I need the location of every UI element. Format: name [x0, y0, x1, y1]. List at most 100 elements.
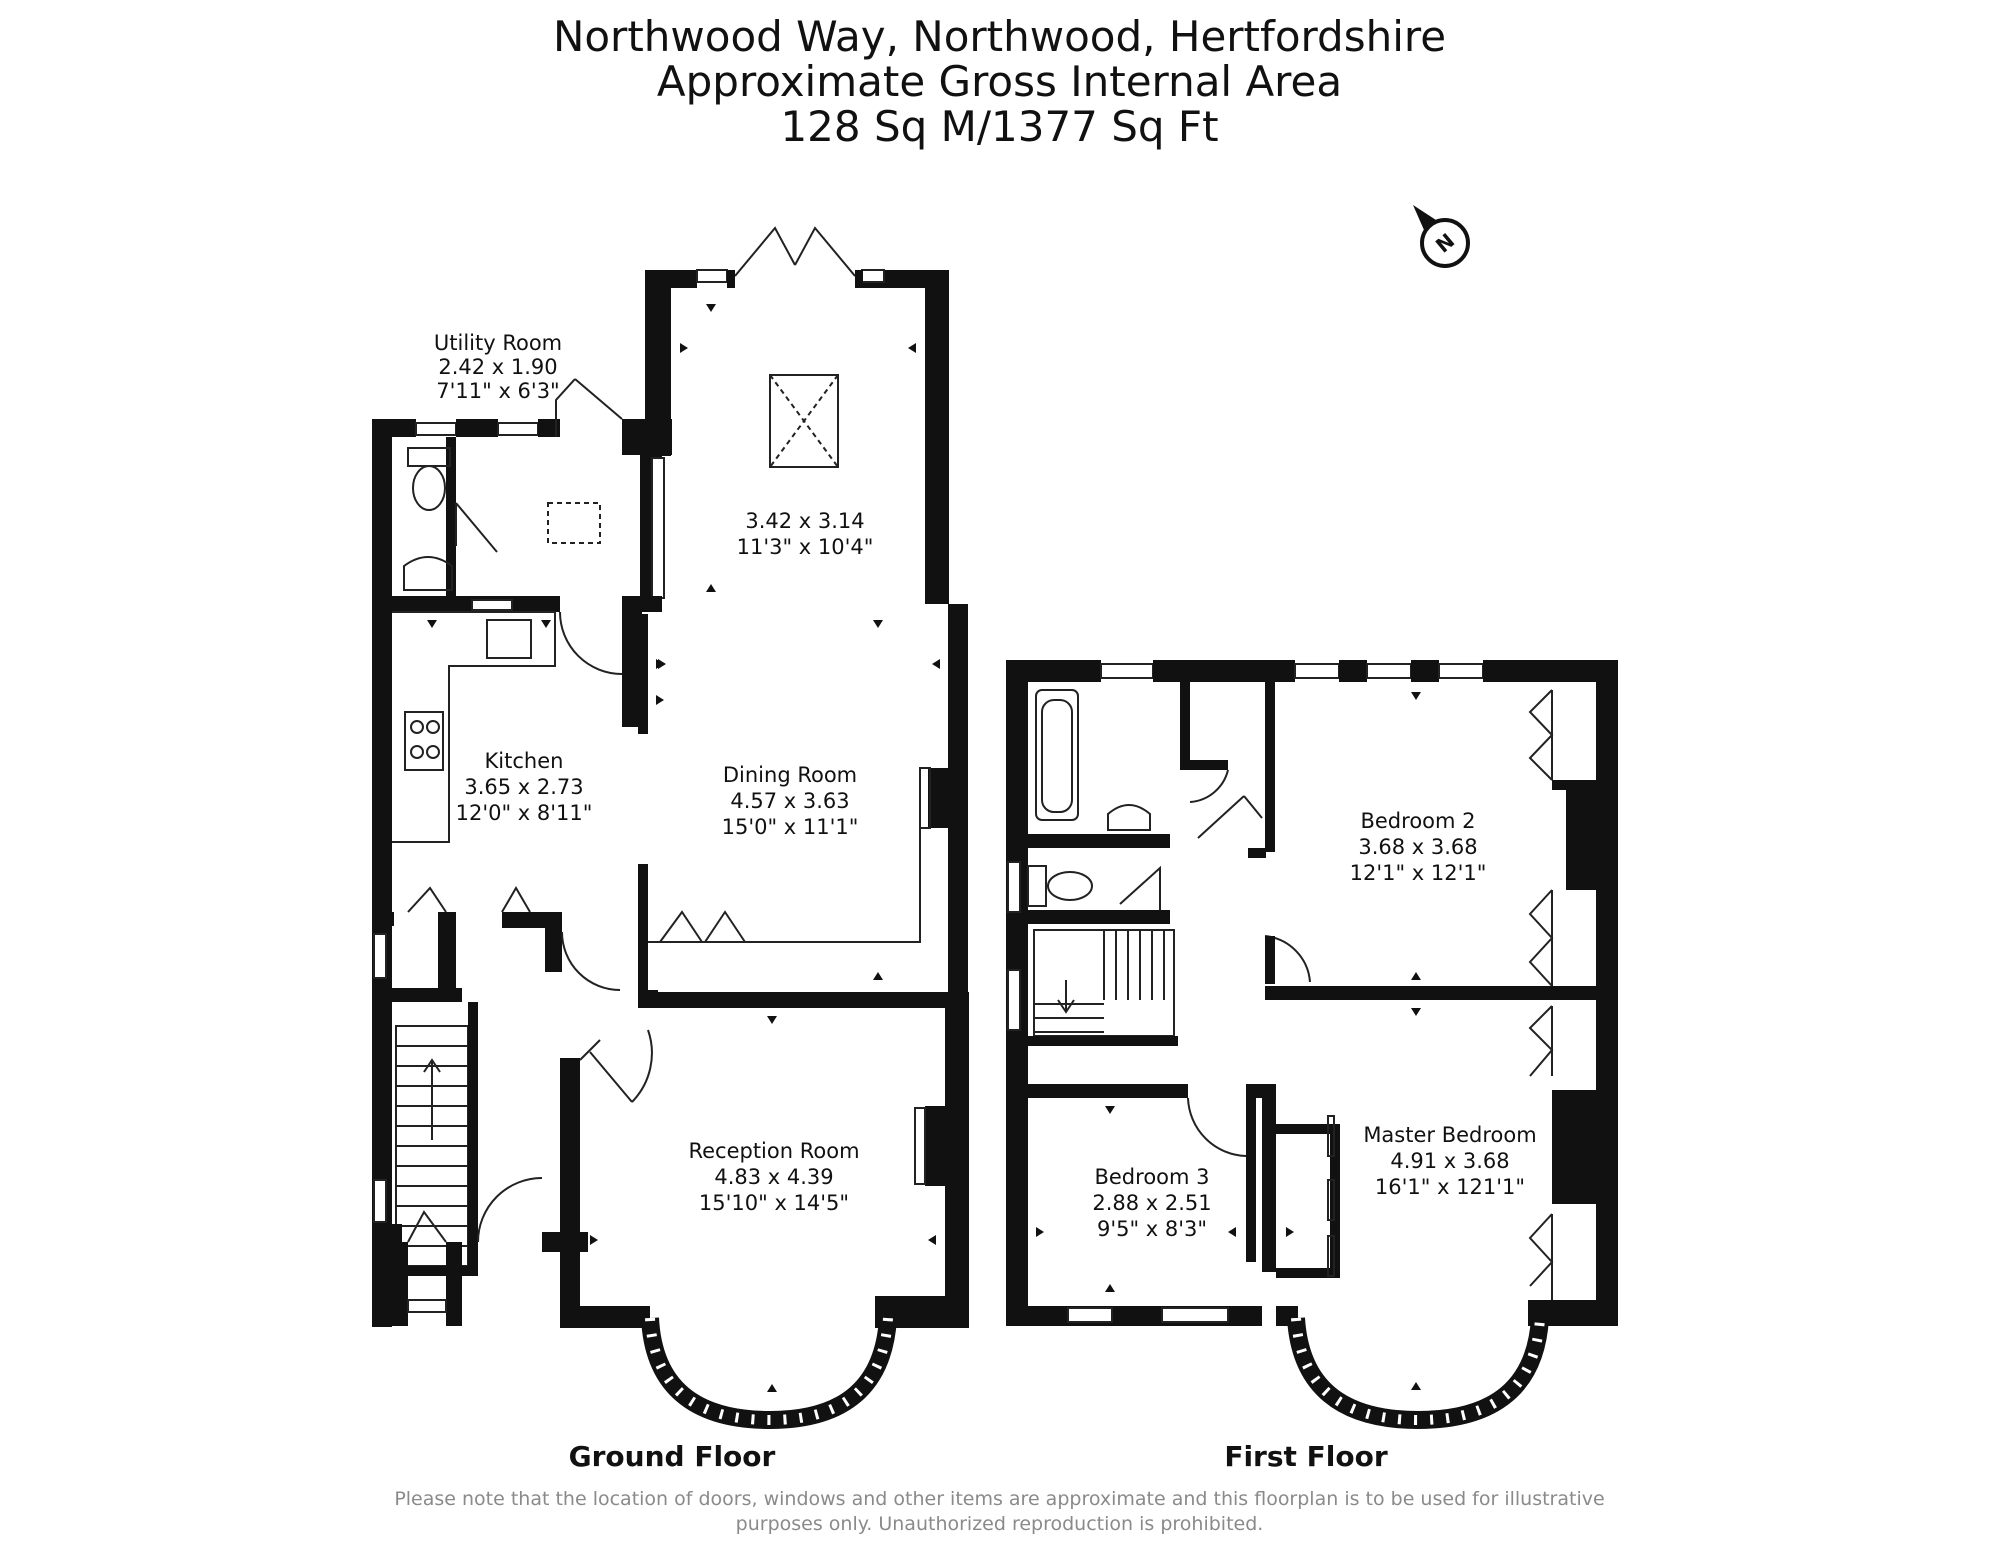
measurement-arrow: [908, 343, 916, 353]
wall: [1552, 1090, 1618, 1204]
skylight-icon: [769, 374, 839, 468]
wall: [945, 992, 969, 1312]
disclaimer: Please note that the location of doors, …: [0, 1487, 1999, 1537]
wall: [372, 419, 416, 437]
window: [1366, 663, 1412, 679]
wardrobe-doors-icon: [1528, 689, 1554, 781]
measurement-arrow: [1036, 1227, 1044, 1237]
room-name: Bedroom 3: [1094, 1165, 1209, 1189]
window: [471, 599, 513, 611]
wall: [638, 864, 648, 996]
wall: [925, 270, 949, 604]
ground-floor-label: Ground Floor: [569, 1440, 776, 1473]
window: [497, 422, 539, 436]
area-caption: Approximate Gross Internal Area: [656, 57, 1343, 106]
toilet-cistern-icon: [407, 447, 451, 467]
room-label-kitchen: Kitchen 3.65 x 2.73 12'0" x 8'11": [456, 749, 593, 825]
door-swing: [1119, 865, 1161, 910]
wall: [1028, 1084, 1188, 1098]
wall: [1160, 910, 1170, 924]
wall: [1276, 1124, 1338, 1134]
window: [1067, 1307, 1113, 1323]
door-swing: [1197, 795, 1263, 839]
window: [861, 269, 885, 283]
wall: [1265, 680, 1275, 852]
fireplace-icon: [914, 1107, 926, 1185]
wall: [538, 596, 560, 612]
room-label-reception: Reception Room 4.83 x 4.39 15'10" x 14'5…: [688, 1139, 859, 1215]
room-name: Kitchen: [485, 749, 564, 773]
wall: [1552, 780, 1596, 790]
wall: [1262, 1086, 1276, 1272]
room-imperial: 15'0" x 11'1": [722, 815, 859, 839]
disclaimer-line-2: purposes only. Unauthorized reproduction…: [735, 1513, 1264, 1535]
wall: [727, 270, 735, 288]
measurement-arrow: [1105, 1106, 1115, 1114]
wall: [1248, 848, 1266, 858]
room-label-conservatory: 3.42 x 3.14 11'3" x 10'4": [737, 509, 874, 559]
address-title: Northwood Way, Northwood, Hertfordshire: [552, 12, 1447, 61]
measurement-arrow: [1411, 972, 1421, 980]
room-metric: 3.68 x 3.68: [1358, 835, 1477, 859]
wall: [1265, 936, 1275, 984]
window: [1294, 663, 1340, 679]
stair-arrow-icon: [1057, 980, 1075, 1014]
room-imperial: 16'1" x 121'1": [1375, 1175, 1525, 1199]
wall: [560, 1306, 650, 1328]
measurement-arrow: [1105, 1284, 1115, 1292]
measurement-arrow: [1411, 1382, 1421, 1390]
bay-window-mullions: [645, 1317, 893, 1426]
measurement-arrow: [873, 620, 883, 628]
room-metric: 3.65 x 2.73: [464, 775, 583, 799]
wall: [372, 1266, 478, 1276]
measurement-arrow: [767, 1016, 777, 1024]
plan-title: Northwood Way, Northwood, Hertfordshire …: [0, 14, 1999, 149]
dining-units: [648, 768, 921, 943]
room-label-bedroom2: Bedroom 2 3.68 x 3.68 12'1" x 12'1": [1350, 809, 1487, 885]
basin-icon: [403, 556, 453, 591]
wardrobe-slider-icon: [1327, 1235, 1335, 1277]
wall: [1246, 1098, 1256, 1262]
measurement-arrow: [767, 1384, 777, 1392]
room-metric: 2.42 x 1.90: [438, 355, 557, 379]
bay-window: [1287, 1317, 1549, 1430]
wall: [545, 912, 562, 972]
wall: [638, 614, 648, 734]
wardrobe-doors-icon: [1528, 1005, 1554, 1077]
window: [373, 933, 387, 979]
wall: [638, 992, 968, 1008]
room-imperial: 12'1" x 12'1": [1350, 861, 1487, 885]
wall: [1180, 760, 1228, 770]
measurement-arrow: [590, 1235, 598, 1245]
wardrobe-doors-icon: [1528, 889, 1554, 987]
wall: [1153, 660, 1295, 682]
cupboard-doors-icon: [659, 910, 746, 943]
wall: [446, 437, 456, 599]
measurement-arrow: [932, 659, 940, 669]
wall: [538, 419, 560, 437]
room-label-bedroom3: Bedroom 3 2.88 x 2.51 9'5" x 8'3": [1092, 1165, 1211, 1241]
wall: [392, 1242, 408, 1326]
stair-treads: [1034, 930, 1165, 1033]
first-floor-plan: [1006, 660, 1618, 1430]
wall: [438, 912, 456, 988]
measurement-arrow: [656, 695, 664, 705]
wall: [560, 1058, 580, 1328]
room-label-utility: Utility Room 2.42 x 1.90 7'11" x 6'3": [434, 331, 562, 403]
measurement-arrow: [427, 620, 437, 628]
window: [651, 457, 665, 599]
disclaimer-line-1: Please note that the location of doors, …: [394, 1488, 1605, 1510]
wall: [925, 1106, 945, 1186]
toilet-icon: [1047, 871, 1093, 901]
wall: [372, 912, 394, 926]
wall: [1028, 910, 1170, 924]
measurement-arrow: [680, 343, 688, 353]
wall: [1180, 680, 1190, 768]
wall: [1411, 660, 1439, 682]
room-label-master: Master Bedroom 4.91 x 3.68 16'1" x 121'1…: [1363, 1123, 1536, 1199]
wall: [468, 1002, 478, 1266]
skylight-icon: [547, 502, 601, 544]
cupboard-doors-icon: [407, 886, 531, 913]
measurement-arrow: [928, 1235, 936, 1245]
